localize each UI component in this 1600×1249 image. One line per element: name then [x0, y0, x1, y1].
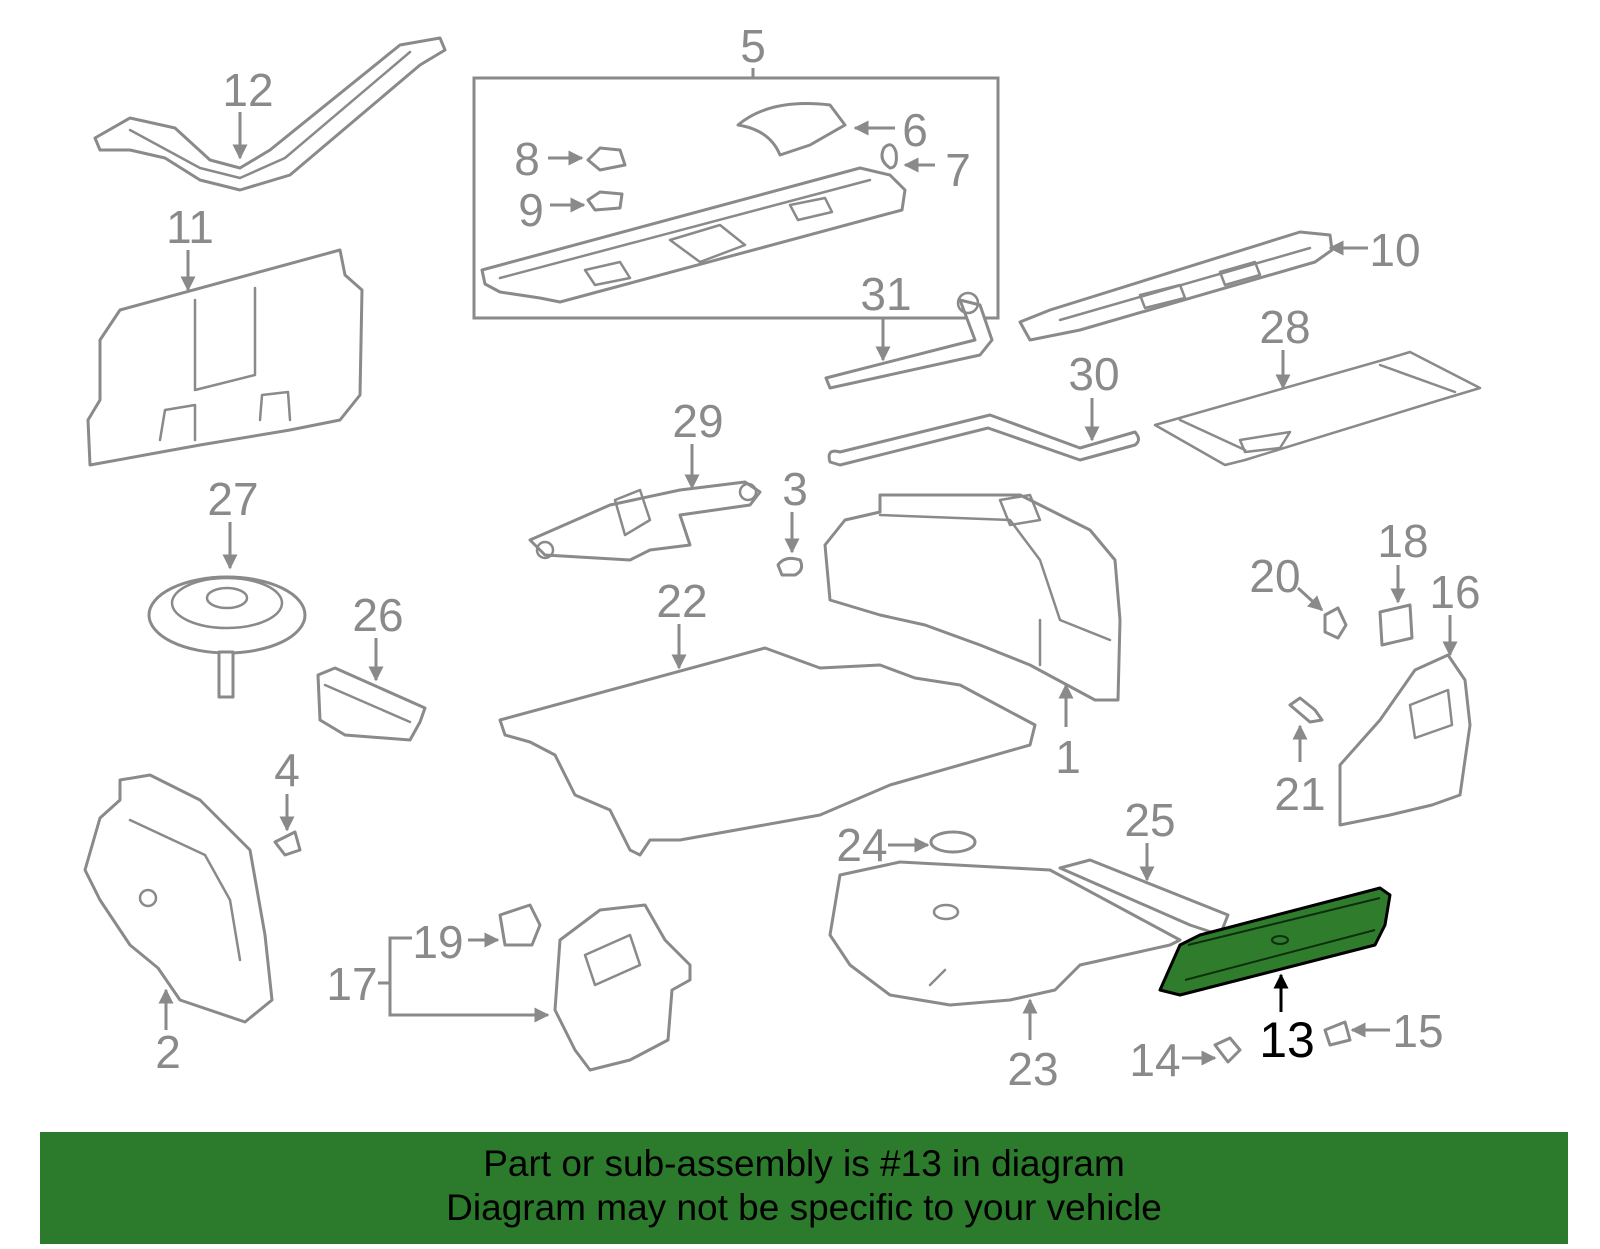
banner-line-1: Part or sub-assembly is #13 in diagram: [483, 1143, 1125, 1184]
part-14-clip: [1213, 1036, 1242, 1064]
part-11-panel: [86, 248, 364, 467]
part-30-rod: [827, 413, 1140, 467]
callout-10: 10: [1369, 224, 1420, 276]
part-19-pad: [498, 903, 542, 947]
info-banner: Part or sub-assembly is #13 in diagram D…: [40, 1132, 1568, 1244]
callout-25: 25: [1124, 794, 1175, 846]
callout-13: 13: [1259, 1012, 1315, 1068]
part-29-jack: [528, 480, 762, 562]
part-21-clip: [1288, 696, 1324, 724]
part-26-tray: [316, 666, 427, 742]
callout-27: 27: [207, 473, 258, 525]
part-2-trim: [83, 773, 274, 1024]
part-13-highlighted: [1158, 886, 1392, 997]
part-12-rail: [93, 36, 447, 192]
part-4-clip: [273, 830, 302, 857]
callout-20: 20: [1249, 550, 1300, 602]
callout-22: 22: [656, 575, 707, 627]
part-6-cover: [736, 102, 847, 157]
part-23-floor-board: [828, 860, 1182, 1007]
callout-17: 17: [326, 958, 377, 1010]
callout-19: 19: [412, 916, 463, 968]
callout-8: 8: [514, 133, 540, 185]
callout-9: 9: [518, 184, 544, 236]
part-3-bolt: [776, 556, 804, 577]
callout-5: 5: [740, 20, 766, 72]
callout-6: 6: [902, 104, 928, 156]
part-9-bracket: [586, 190, 624, 212]
callout-26: 26: [352, 589, 403, 641]
part-20-clip: [1323, 606, 1348, 640]
part-1-trim: [823, 493, 1122, 702]
callout-21: 21: [1274, 768, 1325, 820]
callout-14: 14: [1129, 1034, 1180, 1086]
callout-16: 16: [1429, 566, 1480, 618]
part-22-trunk-mat: [498, 646, 1037, 857]
callout-29: 29: [672, 395, 723, 447]
part-17-trim: [553, 903, 692, 1072]
callout-7: 7: [945, 144, 971, 196]
callout-4: 4: [274, 744, 300, 796]
leader-17: [378, 936, 548, 1015]
part-7-clip: [880, 143, 898, 170]
group-box-5: [472, 76, 1000, 320]
part-25-board: [1058, 858, 1230, 937]
callout-3: 3: [782, 463, 808, 515]
banner-line-2: Diagram may not be specific to your vehi…: [446, 1187, 1162, 1228]
callout-23: 23: [1007, 1043, 1058, 1095]
part-18-pad: [1378, 603, 1414, 647]
part-15-nut: [1323, 1020, 1352, 1047]
part-16-trim: [1338, 653, 1472, 827]
part-5-package-tray: [480, 166, 907, 304]
callout-1: 1: [1055, 731, 1081, 783]
callout-12: 12: [222, 64, 273, 116]
part-8-bracket: [586, 146, 627, 172]
callout-24: 24: [836, 819, 887, 871]
callout-15: 15: [1392, 1005, 1443, 1057]
callout-18: 18: [1377, 515, 1428, 567]
part-31-wrench: [824, 291, 994, 390]
leader-20: [1296, 586, 1324, 612]
callout-31: 31: [860, 268, 911, 320]
part-27-spare-holder: [147, 575, 307, 699]
part-24-grommet: [929, 830, 977, 854]
callout-30: 30: [1068, 348, 1119, 400]
part-28-net: [1153, 350, 1482, 467]
callout-11: 11: [166, 201, 214, 253]
callout-2: 2: [155, 1026, 181, 1078]
callout-28: 28: [1259, 301, 1310, 353]
